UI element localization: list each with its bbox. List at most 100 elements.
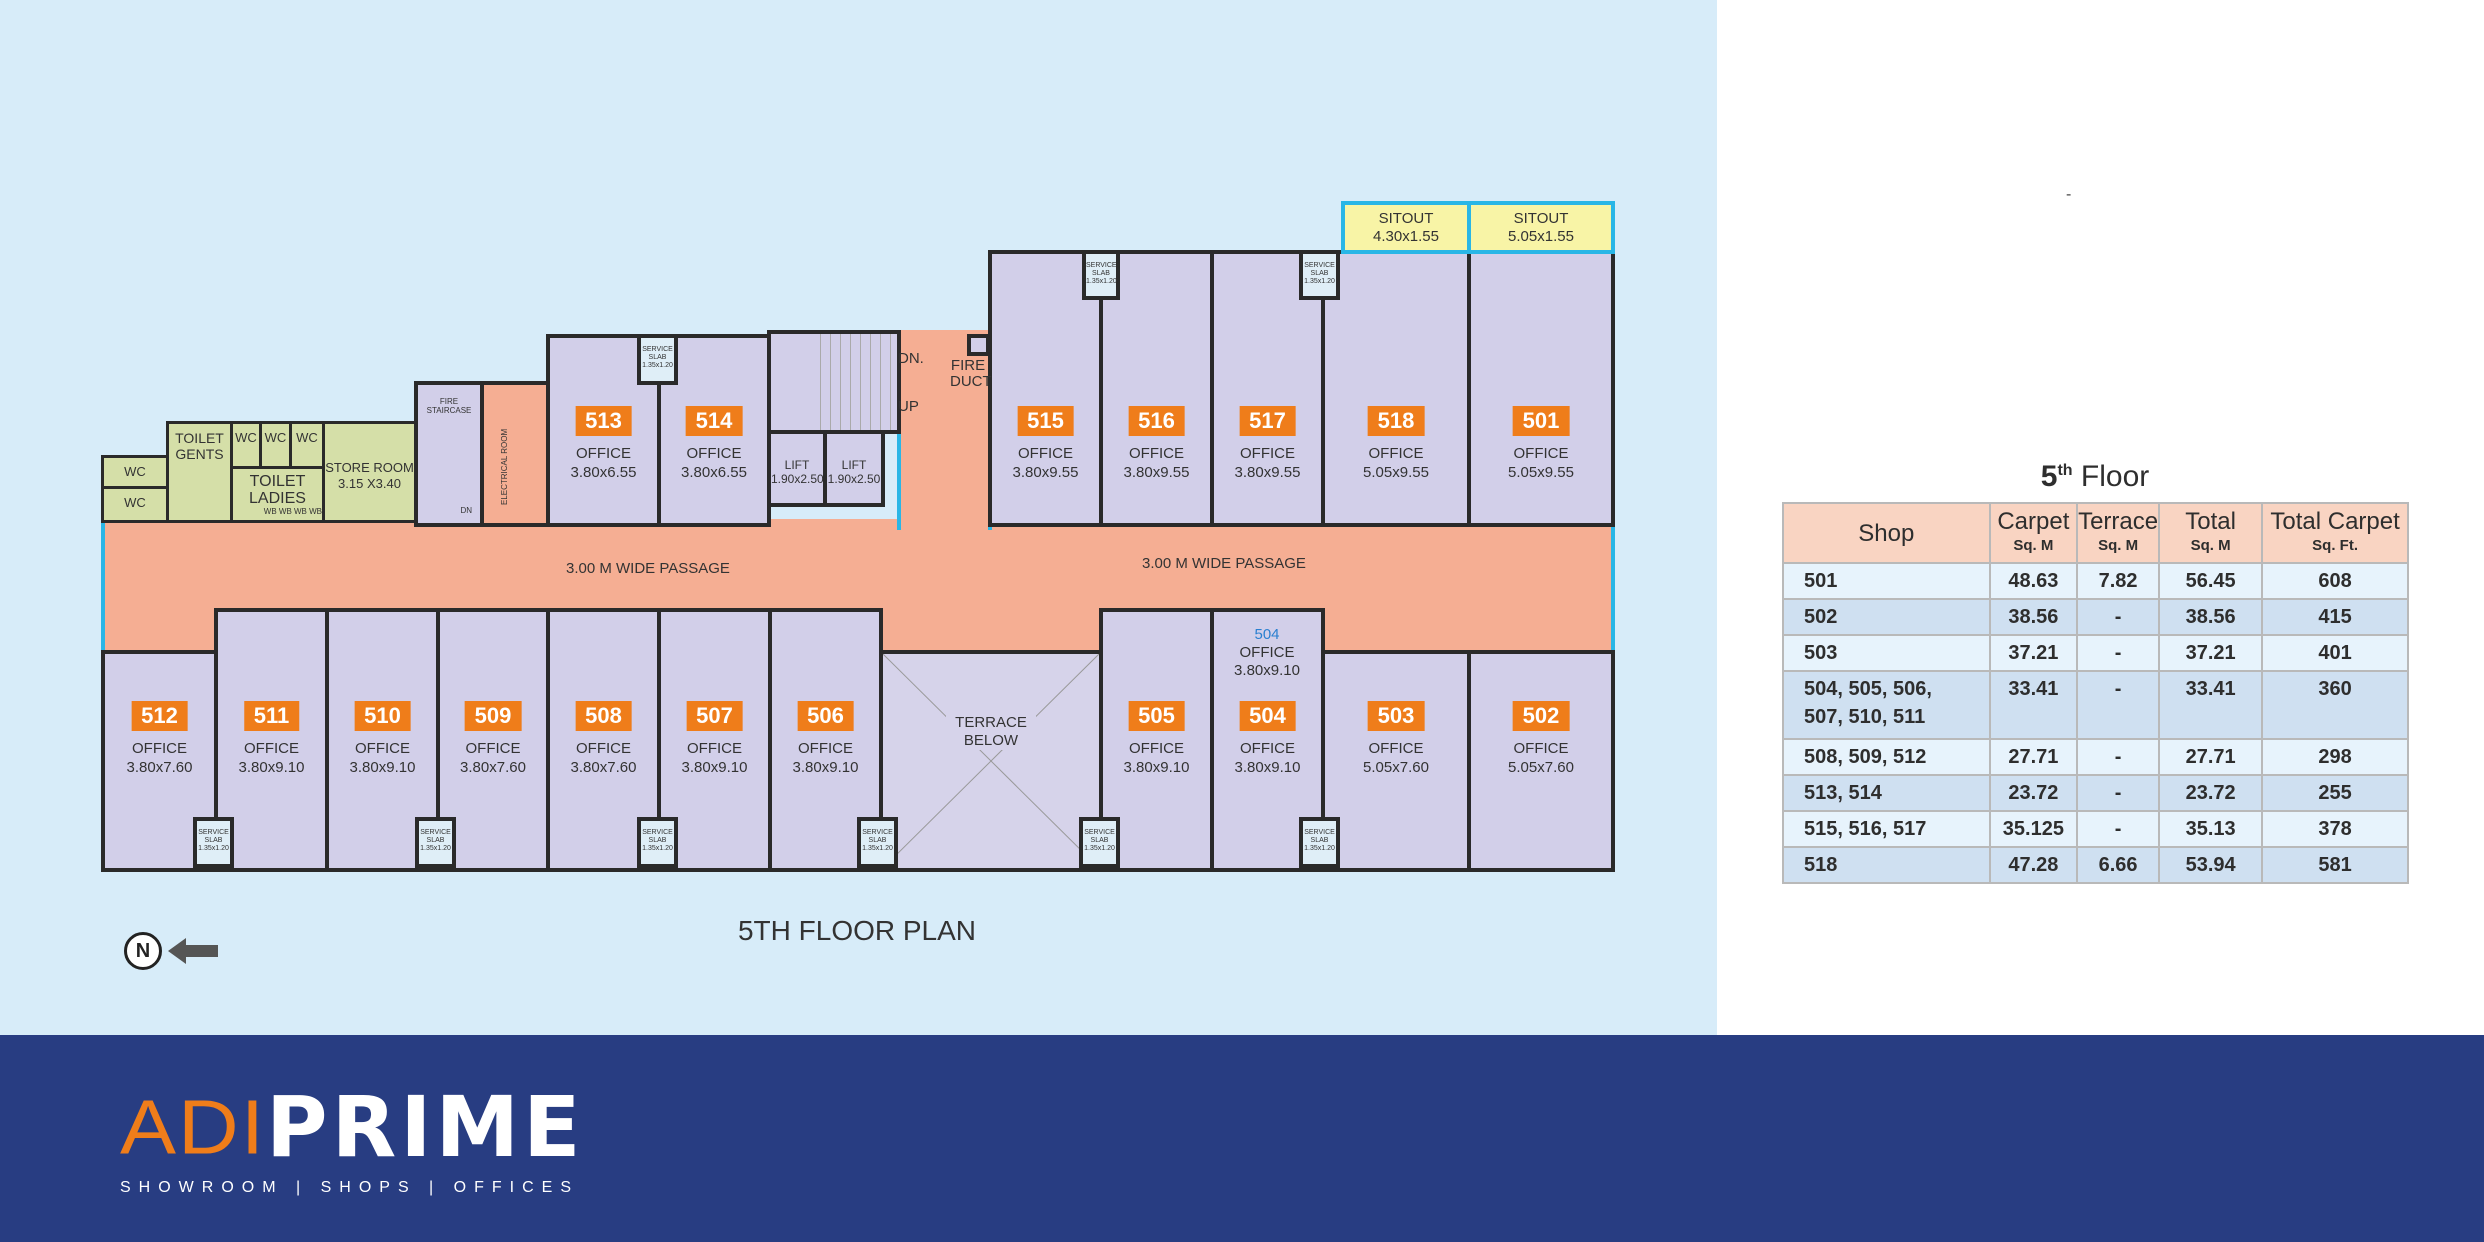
value-cell: 33.41	[2158, 670, 2264, 740]
wc-2-label: WC	[124, 495, 146, 510]
cell-text: 53.94	[2185, 854, 2236, 876]
column-header-label: Total Carpet	[2270, 508, 2400, 535]
cell-text: 518	[1804, 854, 1838, 876]
value-cell: 23.72	[2158, 774, 2264, 812]
passage-label: 3.00 M WIDE PASSAGE	[1142, 555, 1306, 572]
column-header-unit: Sq. M	[2098, 537, 2139, 554]
value-cell: 298	[2261, 738, 2409, 776]
cell-text: 23.72	[2008, 782, 2059, 804]
cell-text: 27.71	[2185, 746, 2236, 768]
service-slab-dimensions: 1.35x1.20	[862, 845, 893, 852]
terrace-below: TERRACE BELOW	[879, 650, 1103, 872]
unit-type: OFFICE	[1018, 445, 1073, 462]
service-slab-label: SERVICE SLAB	[1084, 829, 1115, 844]
service-slab-label: SERVICE SLAB	[642, 829, 673, 844]
cell-text: 37.21	[2185, 642, 2236, 664]
unit-number-badge: 510	[354, 701, 411, 731]
cell-text: 38.56	[2185, 606, 2236, 628]
cell-text: 507, 510, 511	[1804, 706, 1926, 728]
unit-number-badge: 511	[243, 701, 300, 731]
cell-text: -	[2114, 642, 2122, 664]
value-cell: 6.66	[2076, 846, 2161, 884]
value-cell: 35.125	[1988, 810, 2079, 848]
value-cell: -	[2076, 598, 2161, 636]
lift-label: LIFT	[841, 458, 867, 472]
sitout-label: SITOUT	[1378, 210, 1434, 227]
unit-number-badge: 512	[131, 701, 188, 731]
cell-text: 35.13	[2185, 818, 2236, 840]
service-slab-dimensions: 1.35x1.20	[642, 362, 673, 369]
fire-duct-label: FIRE DUCT	[950, 357, 992, 390]
value-cell: 23.72	[1988, 774, 2079, 812]
value-cell: 7.82	[2076, 562, 2161, 600]
stairs-up-label: UP	[898, 398, 919, 415]
service-slab-label: SERVICE SLAB	[1086, 262, 1117, 277]
toilet-gents-label: TOILET GENTS	[175, 430, 224, 462]
cell-text: 298	[2318, 746, 2352, 768]
value-cell: 33.41	[1988, 670, 2079, 740]
unit-type: OFFICE	[1129, 445, 1184, 462]
unit-dimensions: 3.80x6.55	[681, 464, 747, 481]
wc-5: WC	[289, 421, 325, 469]
unit-dimensions: 3.80x9.55	[1123, 464, 1190, 481]
value-cell: -	[2076, 634, 2161, 672]
main-staircase[interactable]	[767, 330, 901, 434]
service-slab-dimensions: 1.35x1.20	[642, 845, 673, 852]
unit-dimensions: 5.05x9.55	[1363, 464, 1429, 481]
title-number: 5	[2040, 460, 2058, 493]
service-slab-dimensions: 1.35x1.20	[198, 845, 229, 852]
column-header-unit: Sq. M	[2190, 537, 2231, 554]
unit-dimensions: 5.05x7.60	[1508, 759, 1574, 776]
unit-dimensions: 3.80x9.55	[1012, 464, 1079, 481]
unit-type: OFFICE	[1513, 445, 1569, 462]
unit-type: OFFICE	[1513, 740, 1569, 757]
wc-4: WC	[259, 421, 292, 469]
unit-dimensions: 3.80x9.55	[1234, 464, 1301, 481]
unit-type: OFFICE	[1240, 740, 1295, 757]
unit-type: OFFICE	[798, 740, 853, 757]
value-cell: 401	[2261, 634, 2409, 672]
unit-number-badge: 503	[1367, 701, 1425, 731]
unit-type: OFFICE	[1368, 445, 1424, 462]
shop-cell: 501	[1782, 562, 1991, 600]
cell-text: 47.28	[2008, 854, 2059, 876]
value-cell: 38.56	[2158, 598, 2264, 636]
unit-type: OFFICE	[576, 445, 631, 462]
shop-cell: 504, 505, 506,507, 510, 511	[1782, 670, 1991, 740]
unit-dimensions: 5.05x9.55	[1508, 464, 1574, 481]
value-cell: 37.21	[2158, 634, 2264, 672]
cell-text: 7.82	[2098, 570, 2138, 592]
column-header-label: Terrace	[2078, 508, 2159, 535]
service-slab-dimensions: 1.35x1.20	[1084, 845, 1115, 852]
unit-type: OFFICE	[687, 740, 742, 757]
unit-dimensions: 3.80x9.10	[349, 759, 416, 776]
cell-text: 35.125	[2002, 818, 2064, 840]
wc-1: WC	[101, 455, 169, 489]
logo: ADIPRIME SHOWROOM | SHOPS | OFFICES	[120, 1085, 585, 1197]
